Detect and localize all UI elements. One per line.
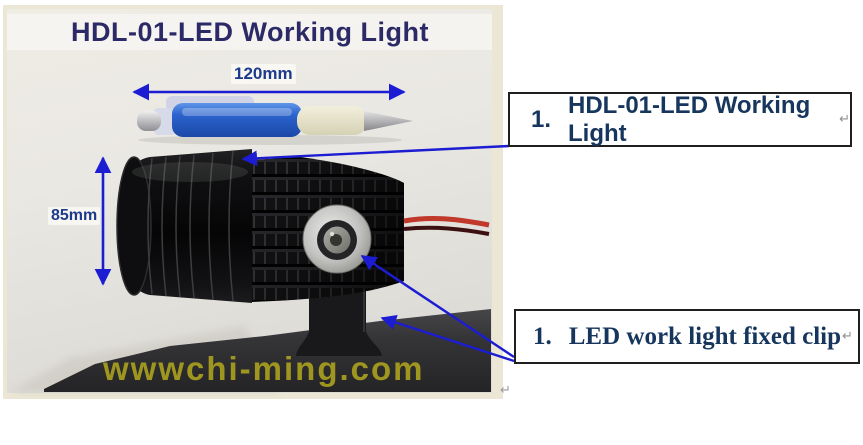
return-mark-icon: ↵ [839,112,850,127]
pen-clear-section [154,108,176,135]
callout-number: 1. [533,322,552,350]
pen-tip [364,111,413,131]
title-highlight-band [7,14,492,50]
mount-washer [302,204,372,274]
hood-groove [208,152,214,301]
callout-line-clip-washer [360,255,515,358]
callout-line-working-light [241,144,510,167]
callout-line-clip-bracket [380,314,515,363]
callout-number: 1. [531,105,552,133]
callout-label: LED work light fixed clip [568,322,841,350]
pen-shadow [138,135,402,145]
led-light-front-face [116,156,152,296]
hood-groove [175,155,181,298]
hood-reflection [132,162,248,182]
led-light-hood [117,149,252,303]
hood-groove [189,154,195,299]
pen-barrel [172,103,302,137]
callout-label: HDL-01-LED Working Light [568,91,811,147]
hood-groove [161,156,167,297]
pen-barrel-highlight [182,108,292,116]
pen-grip [297,106,367,135]
table-surface [44,309,491,392]
callout-box-fixed-clip: 1. LED work light fixed clip ↵ [514,309,860,364]
power-wire-red [403,216,490,228]
hood-groove [228,150,234,302]
power-wire-black [403,225,490,236]
hood-groove [147,157,153,295]
return-mark-icon: ↵ [842,329,853,344]
pen-cap-button [137,111,161,131]
callout-box-working-light: 1. HDL-01-LED Working Light ↵ [508,92,852,147]
bolt-glint [329,231,335,237]
